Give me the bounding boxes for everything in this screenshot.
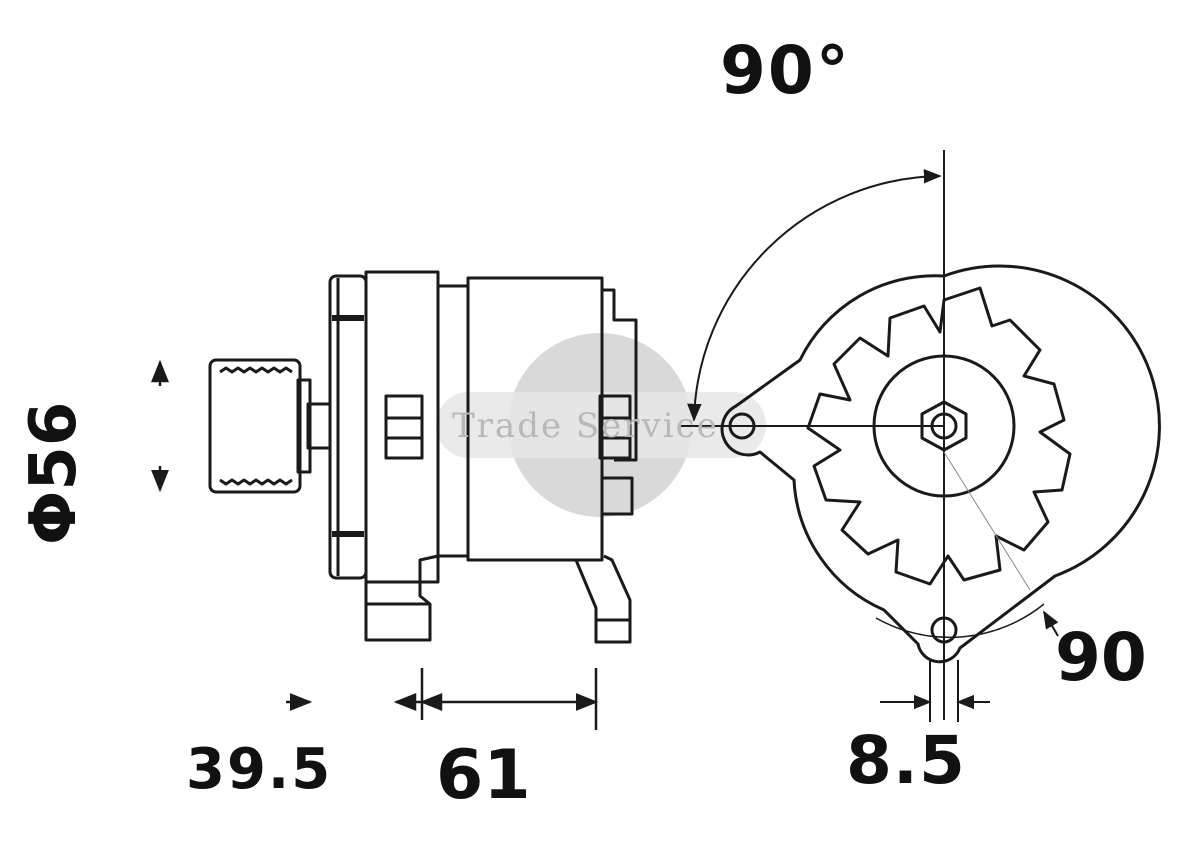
mount-length-label: 61 <box>436 736 531 815</box>
mounting-feet <box>364 554 632 644</box>
end-view-dimension-lines <box>680 150 1059 722</box>
pulley <box>208 358 332 494</box>
side-view <box>208 270 638 644</box>
end-view <box>720 264 1161 664</box>
pulley-offset-label: 39.5 <box>186 737 333 802</box>
length-dimension-lines <box>286 668 599 730</box>
front-cover <box>328 270 440 584</box>
mount-angle-label: 90 <box>1055 619 1147 696</box>
slot-width-label: 8.5 <box>846 722 966 799</box>
angle-arc <box>687 169 942 422</box>
angle-dimension-label: 90° <box>720 32 851 109</box>
watermark-text: Trade Service <box>452 406 719 446</box>
pulley-diameter-label: Φ56 <box>17 401 91 545</box>
